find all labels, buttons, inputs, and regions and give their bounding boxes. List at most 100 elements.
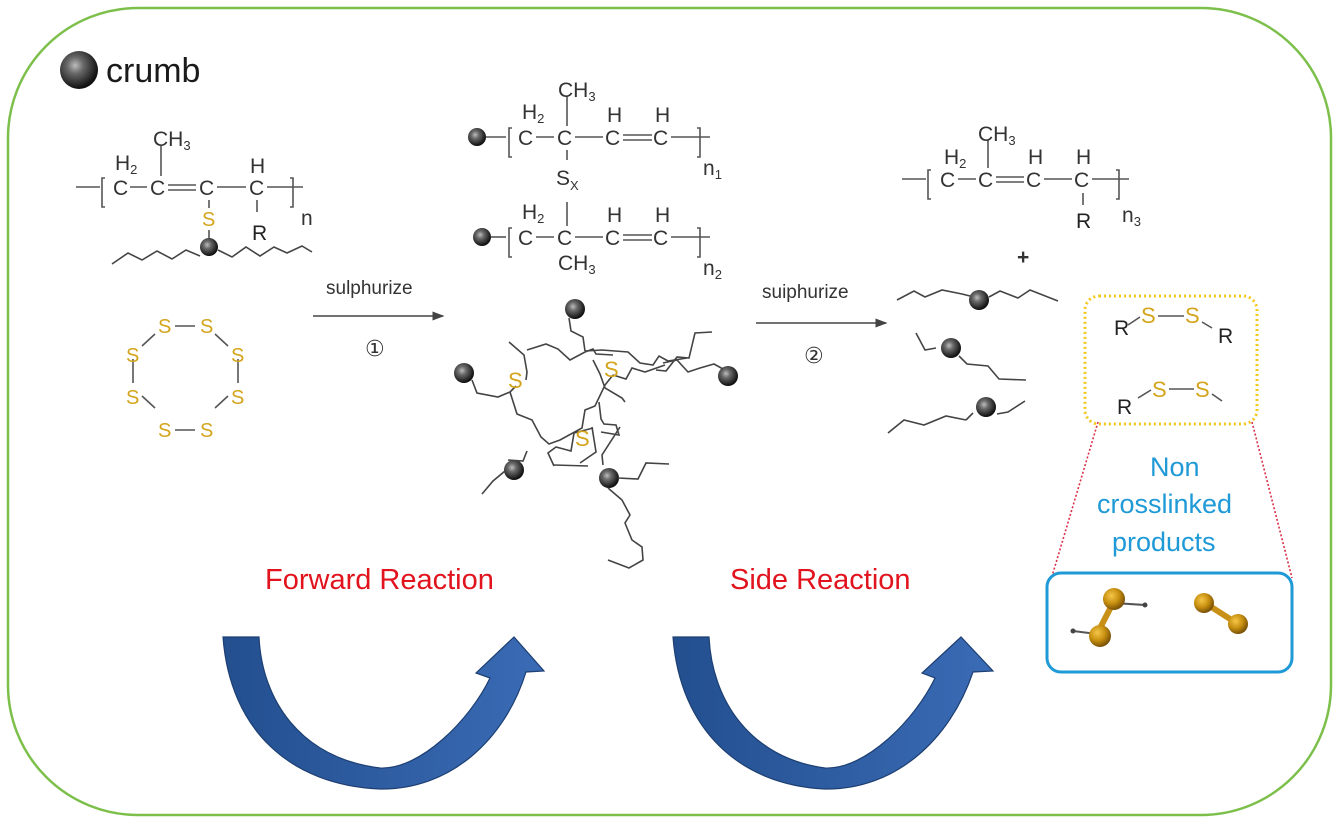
svg-text:H: H bbox=[655, 204, 670, 227]
zoom-line bbox=[1251, 421, 1293, 579]
sulfur-bridge: S bbox=[202, 209, 215, 231]
svg-text:C: C bbox=[557, 127, 572, 150]
non-crosslinked-label: Non crosslinked products bbox=[1097, 452, 1232, 557]
svg-text:CH3: CH3 bbox=[558, 79, 596, 104]
svg-text:n1: n1 bbox=[703, 157, 722, 182]
ring-s7: S bbox=[126, 387, 139, 409]
crumb-bead-icon bbox=[565, 299, 585, 319]
ring-s5: S bbox=[200, 420, 213, 442]
network-sulfur: S bbox=[604, 357, 619, 382]
svg-text:C: C bbox=[978, 169, 993, 192]
nc-line1: Non bbox=[1150, 452, 1200, 482]
svg-text:H: H bbox=[1076, 146, 1091, 169]
svg-text:H: H bbox=[607, 104, 622, 127]
svg-text:H2: H2 bbox=[944, 146, 966, 171]
side-curved-arrow-icon bbox=[672, 636, 995, 790]
s2-model-icon bbox=[1194, 593, 1248, 634]
step2-number: ② bbox=[804, 344, 824, 369]
ring-s4: S bbox=[231, 387, 244, 409]
step2-condition: suiphurize bbox=[762, 282, 849, 303]
repeat-n: n bbox=[301, 207, 313, 230]
diagram-frame bbox=[6, 6, 1333, 817]
disulfide-s: S bbox=[1195, 377, 1210, 402]
network-sulfur: S bbox=[508, 368, 523, 393]
svg-text:H2: H2 bbox=[115, 152, 137, 177]
svg-text:C: C bbox=[1074, 169, 1089, 192]
ring-s1: S bbox=[158, 316, 171, 338]
atom-c1: C bbox=[113, 177, 128, 200]
crumb-bead-icon bbox=[60, 51, 98, 89]
molecule-model-box bbox=[1045, 571, 1294, 674]
zoom-line bbox=[1049, 421, 1099, 584]
forward-reaction-label: Forward Reaction bbox=[265, 564, 494, 596]
detached-crumb-chains bbox=[887, 289, 1059, 434]
svg-text:C: C bbox=[557, 227, 572, 250]
intermediate-chain-1: C C C C H2 CH3 H H n1 SX bbox=[468, 79, 722, 226]
svg-text:C: C bbox=[1026, 169, 1041, 192]
atom-c2: C bbox=[150, 177, 165, 200]
step1-number: ① bbox=[365, 337, 385, 362]
step1-arrow: sulphurize ① bbox=[313, 278, 445, 362]
disulfide-s: S bbox=[1141, 303, 1156, 328]
disulfide-r: R bbox=[1218, 325, 1233, 348]
atom-c3: C bbox=[199, 177, 214, 200]
ring-s2: S bbox=[200, 316, 213, 338]
substituent-r: R bbox=[1076, 210, 1091, 233]
svg-text:H2: H2 bbox=[522, 201, 544, 226]
crumb-bead-icon bbox=[941, 338, 961, 358]
crumb-bead-icon bbox=[976, 397, 996, 417]
network-sulfur: S bbox=[575, 426, 590, 451]
crumb-bead-icon bbox=[599, 468, 619, 488]
step1-condition: sulphurize bbox=[326, 278, 413, 299]
svg-text:CH3: CH3 bbox=[978, 123, 1016, 148]
svg-text:H: H bbox=[607, 204, 622, 227]
plus-sign: + bbox=[1017, 246, 1029, 269]
product-polymer: C C C C H2 CH3 H H R n3 + bbox=[902, 123, 1141, 269]
crumb-bead-icon bbox=[504, 460, 524, 480]
svg-text:C: C bbox=[518, 127, 533, 150]
disulfide-model-icon bbox=[1070, 588, 1148, 647]
crumb-bead-icon bbox=[468, 128, 486, 146]
svg-text:C: C bbox=[605, 227, 620, 250]
svg-text:C: C bbox=[518, 227, 533, 250]
crumb-bead-icon bbox=[718, 366, 738, 386]
svg-text:C: C bbox=[605, 127, 620, 150]
svg-text:n2: n2 bbox=[703, 257, 722, 282]
h2-label: H2 bbox=[115, 152, 137, 177]
disulfide-s: S bbox=[1185, 303, 1200, 328]
disulfide-box: R S S R R S S bbox=[1083, 294, 1259, 426]
legend-label: crumb bbox=[106, 52, 200, 90]
svg-text:H2: H2 bbox=[522, 101, 544, 126]
legend: crumb bbox=[60, 51, 200, 90]
svg-text:CH3: CH3 bbox=[558, 252, 596, 277]
reactant-polymer: C C C C H2 CH3 H S R n bbox=[76, 128, 313, 265]
substituent-r: R bbox=[252, 222, 267, 245]
ring-s6: S bbox=[158, 420, 171, 442]
svg-text:n3: n3 bbox=[1122, 204, 1141, 229]
svg-text:H: H bbox=[655, 104, 670, 127]
nc-line2: crosslinked bbox=[1097, 489, 1232, 519]
crosslink-sx: SX bbox=[556, 167, 579, 193]
disulfide-r: R bbox=[1117, 396, 1132, 419]
methyl-label: CH3 bbox=[153, 128, 191, 153]
atom-c4: C bbox=[249, 177, 264, 200]
ring-s3: S bbox=[231, 345, 244, 367]
nc-line3: products bbox=[1112, 527, 1216, 557]
svg-text:C: C bbox=[940, 169, 955, 192]
crumb-bead-icon bbox=[200, 238, 218, 256]
intermediate-chain-2: C C C C H2 H H CH3 n2 bbox=[473, 201, 722, 282]
svg-text:C: C bbox=[653, 227, 668, 250]
crumb-bead-icon bbox=[473, 228, 491, 246]
svg-text:C: C bbox=[653, 127, 668, 150]
h-label: H bbox=[250, 155, 265, 178]
crosslinked-network: S S S bbox=[454, 299, 738, 569]
svg-text:H: H bbox=[1028, 146, 1043, 169]
sulfur-ring: S S S S S S S S bbox=[126, 316, 244, 442]
crumb-bead-icon bbox=[969, 290, 989, 310]
step2-arrow: suiphurize ② bbox=[756, 282, 888, 369]
disulfide-s: S bbox=[1152, 377, 1167, 402]
side-reaction-label: Side Reaction bbox=[730, 564, 911, 596]
disulfide-r: R bbox=[1114, 317, 1129, 340]
ring-s8: S bbox=[126, 345, 139, 367]
